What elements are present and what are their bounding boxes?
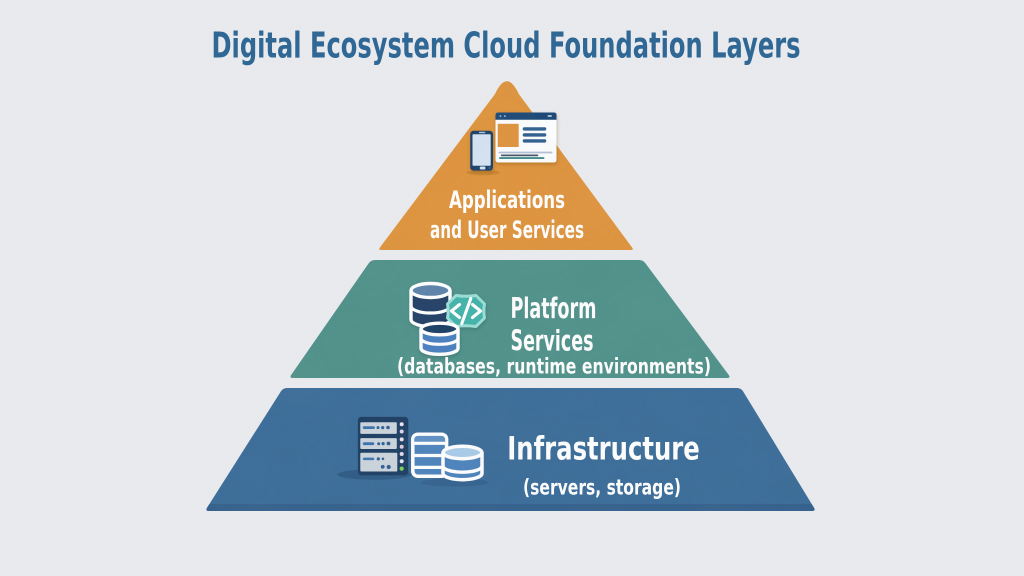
diagram-title: Digital Ecosystem Cloud Foundation Layer… <box>212 25 801 66</box>
